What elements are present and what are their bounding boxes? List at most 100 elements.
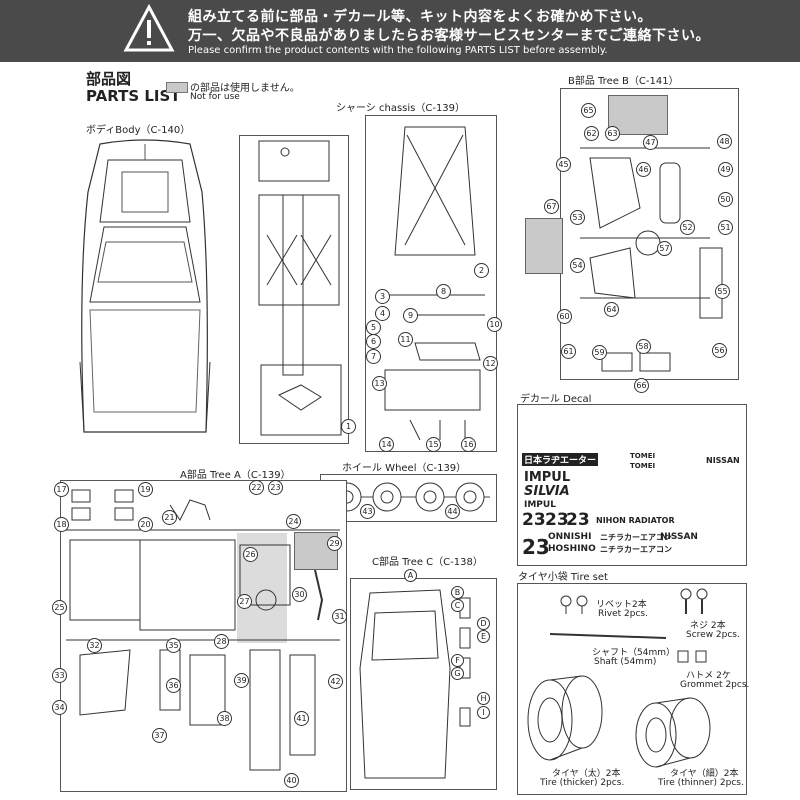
decal-sheet xyxy=(517,404,747,566)
part-letter-i: I xyxy=(477,706,490,719)
part-number-19: 19 xyxy=(138,482,153,497)
decal-onishi: ONNISHI xyxy=(548,532,592,542)
part-number-21: 21 xyxy=(162,510,177,525)
part-number-36: 36 xyxy=(166,678,181,693)
tire-thick-label-jp: タイヤ（太）2本 xyxy=(552,769,621,779)
legend-jp: の部品は使用しません。 xyxy=(190,83,300,94)
rivet-icon xyxy=(560,595,588,614)
tree-a-parts-drawing xyxy=(66,489,340,771)
part-number-48: 48 xyxy=(717,134,732,149)
part-number-50: 50 xyxy=(718,192,733,207)
part-number-34: 34 xyxy=(52,700,67,715)
decal-tomei-2: TOMEI xyxy=(630,462,656,470)
parts-list-title-jp: 部品図 xyxy=(86,70,132,88)
banner-line-3: Please confirm the product contents with… xyxy=(188,45,608,56)
grommet-label-jp: ハトメ 2ケ xyxy=(686,671,731,681)
body-section-label: ボディBody（C-140） xyxy=(86,125,191,136)
part-number-8: 8 xyxy=(436,284,451,299)
tire-thin-label-en: Tire (thinner) 2pcs. xyxy=(658,778,744,788)
chassis-frame-drawing xyxy=(258,140,342,436)
part-letter-e: E xyxy=(477,630,490,643)
tire-thick-icon xyxy=(527,675,603,761)
rivet-label-jp: リベット2本 xyxy=(596,600,647,610)
part-number-15: 15 xyxy=(426,437,441,452)
part-number-2: 2 xyxy=(474,263,489,278)
part-number-51: 51 xyxy=(718,220,733,235)
part-number-26: 26 xyxy=(243,547,258,562)
tree-c-section-label: C部品 Tree C（C-138） xyxy=(372,557,483,568)
part-number-1: 1 xyxy=(341,419,356,434)
part-number-38: 38 xyxy=(217,711,232,726)
part-number-39: 39 xyxy=(234,673,249,688)
grommet-icon xyxy=(677,650,707,663)
part-number-41: 41 xyxy=(294,711,309,726)
wheel-section-label: ホイール Wheel（C-139） xyxy=(342,463,467,474)
parts-list-title-en: PARTS LIST xyxy=(86,87,181,105)
not-for-use-swatch xyxy=(166,82,188,93)
decal-tomei-1: TOMEI xyxy=(630,452,656,460)
part-number-30: 30 xyxy=(292,587,307,602)
decal-impul-2: IMPUL xyxy=(524,500,556,510)
part-number-10: 10 xyxy=(487,317,502,332)
part-number-66: 66 xyxy=(634,378,649,393)
part-number-20: 20 xyxy=(138,517,153,532)
part-number-35: 35 xyxy=(166,638,181,653)
grommet-label-en: Grommet 2pcs. xyxy=(680,680,750,690)
wheel-drawing xyxy=(326,482,490,512)
part-number-57: 57 xyxy=(657,241,672,256)
part-number-45: 45 xyxy=(556,157,571,172)
part-number-11: 11 xyxy=(398,332,413,347)
part-number-6: 6 xyxy=(366,334,381,349)
part-number-61: 61 xyxy=(561,344,576,359)
part-number-58: 58 xyxy=(636,339,651,354)
decal-number-23-d: 23 xyxy=(522,535,550,559)
part-number-37: 37 xyxy=(152,728,167,743)
part-number-23: 23 xyxy=(268,480,283,495)
chassis-parts-drawing xyxy=(384,126,485,441)
part-letter-b: B xyxy=(451,586,464,599)
part-number-25: 25 xyxy=(52,600,67,615)
part-number-3: 3 xyxy=(375,289,390,304)
banner-line-2: 万一、欠品や不良品がありましたらお客様サービスセンターまでご連絡下さい。 xyxy=(188,28,710,44)
decal-sponsor-1: 日本ラヂエーター xyxy=(522,453,599,466)
part-number-65: 65 xyxy=(581,103,596,118)
part-number-13: 13 xyxy=(372,376,387,391)
part-number-64: 64 xyxy=(604,302,619,317)
tree-a-section-label: A部品 Tree A（C-139） xyxy=(180,470,291,481)
tire-thin-label-jp: タイヤ（細）2本 xyxy=(670,769,739,779)
tire-set-bag xyxy=(517,583,747,795)
part-number-27: 27 xyxy=(237,594,252,609)
part-number-42: 42 xyxy=(328,674,343,689)
tree-b-parts-drawing xyxy=(580,147,723,372)
tire-set-section-label: タイヤ小袋 Tire set xyxy=(518,572,608,583)
part-number-4: 4 xyxy=(375,306,390,321)
part-number-53: 53 xyxy=(570,210,585,225)
decal-number-23-a: 23 xyxy=(522,510,546,530)
part-number-24: 24 xyxy=(286,514,301,529)
part-number-12: 12 xyxy=(483,356,498,371)
part-letter-g: G xyxy=(451,667,464,680)
part-number-31: 31 xyxy=(332,609,347,624)
part-number-7: 7 xyxy=(366,349,381,364)
part-number-5: 5 xyxy=(366,320,381,335)
part-number-47: 47 xyxy=(643,135,658,150)
decal-hoshino: HOSHINO xyxy=(548,544,596,554)
decal-nihon-radiator: NIHON RADIATOR xyxy=(596,516,675,525)
part-number-63: 63 xyxy=(605,126,620,141)
legend-en: Not for use xyxy=(190,92,240,102)
part-number-59: 59 xyxy=(592,345,607,360)
body-shell-drawing xyxy=(79,139,211,433)
part-number-49: 49 xyxy=(718,162,733,177)
tree-b-section-label: B部品 Tree B（C-141） xyxy=(568,76,679,87)
part-number-28: 28 xyxy=(214,634,229,649)
decal-number-23-c: 23 xyxy=(566,510,590,530)
screw-label-en: Screw 2pcs. xyxy=(686,630,740,640)
warning-banner: 組み立てる前に部品・デカール等、キット内容をよくお確かめ下さい。 万一、欠品や不… xyxy=(0,0,800,62)
part-number-54: 54 xyxy=(570,258,585,273)
banner-line-1: 組み立てる前に部品・デカール等、キット内容をよくお確かめ下さい。 xyxy=(188,9,652,25)
part-number-46: 46 xyxy=(636,162,651,177)
part-number-33: 33 xyxy=(52,668,67,683)
part-number-44: 44 xyxy=(445,504,460,519)
decal-nissan-2: NISSAN xyxy=(660,532,698,542)
part-number-60: 60 xyxy=(557,309,572,324)
